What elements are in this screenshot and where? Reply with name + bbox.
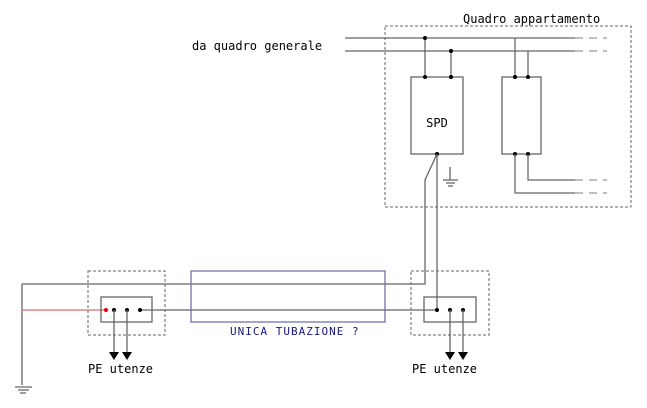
junction-dot (513, 75, 517, 79)
pe-utenze-left-label: PE utenze (88, 362, 153, 376)
breaker-box (501, 76, 542, 155)
terminal-dot (435, 308, 439, 312)
ground-icon (443, 167, 458, 187)
spd-earth-wire (22, 153, 438, 285)
junction-dot (449, 75, 453, 79)
arrow-down-icon (458, 352, 468, 360)
junction-dot (423, 75, 427, 79)
pe-utenze-right-label: PE utenze (412, 362, 477, 376)
ground-icon (15, 386, 32, 394)
arrow-down-icon (109, 352, 119, 360)
arrow-down-icon (445, 352, 455, 360)
tube-box (190, 270, 386, 323)
left-junction-box (87, 270, 166, 336)
source-label: da quadro generale (192, 39, 322, 53)
junction-dot (526, 75, 530, 79)
junction-dot (449, 49, 453, 53)
spd-label: SPD (426, 116, 448, 130)
terminal-dot (138, 308, 142, 312)
breaker-out-1 (527, 154, 575, 181)
red-terminal-dot (104, 308, 108, 312)
quadro-appartamento-enclosure (384, 25, 632, 208)
junction-dot (423, 36, 427, 40)
breaker-out-2 (514, 154, 575, 194)
quadro-appartamento-label: Quadro appartamento (463, 12, 600, 26)
tube-label: UNICA TUBAZIONE ? (230, 325, 360, 338)
arrow-down-icon (122, 352, 132, 360)
